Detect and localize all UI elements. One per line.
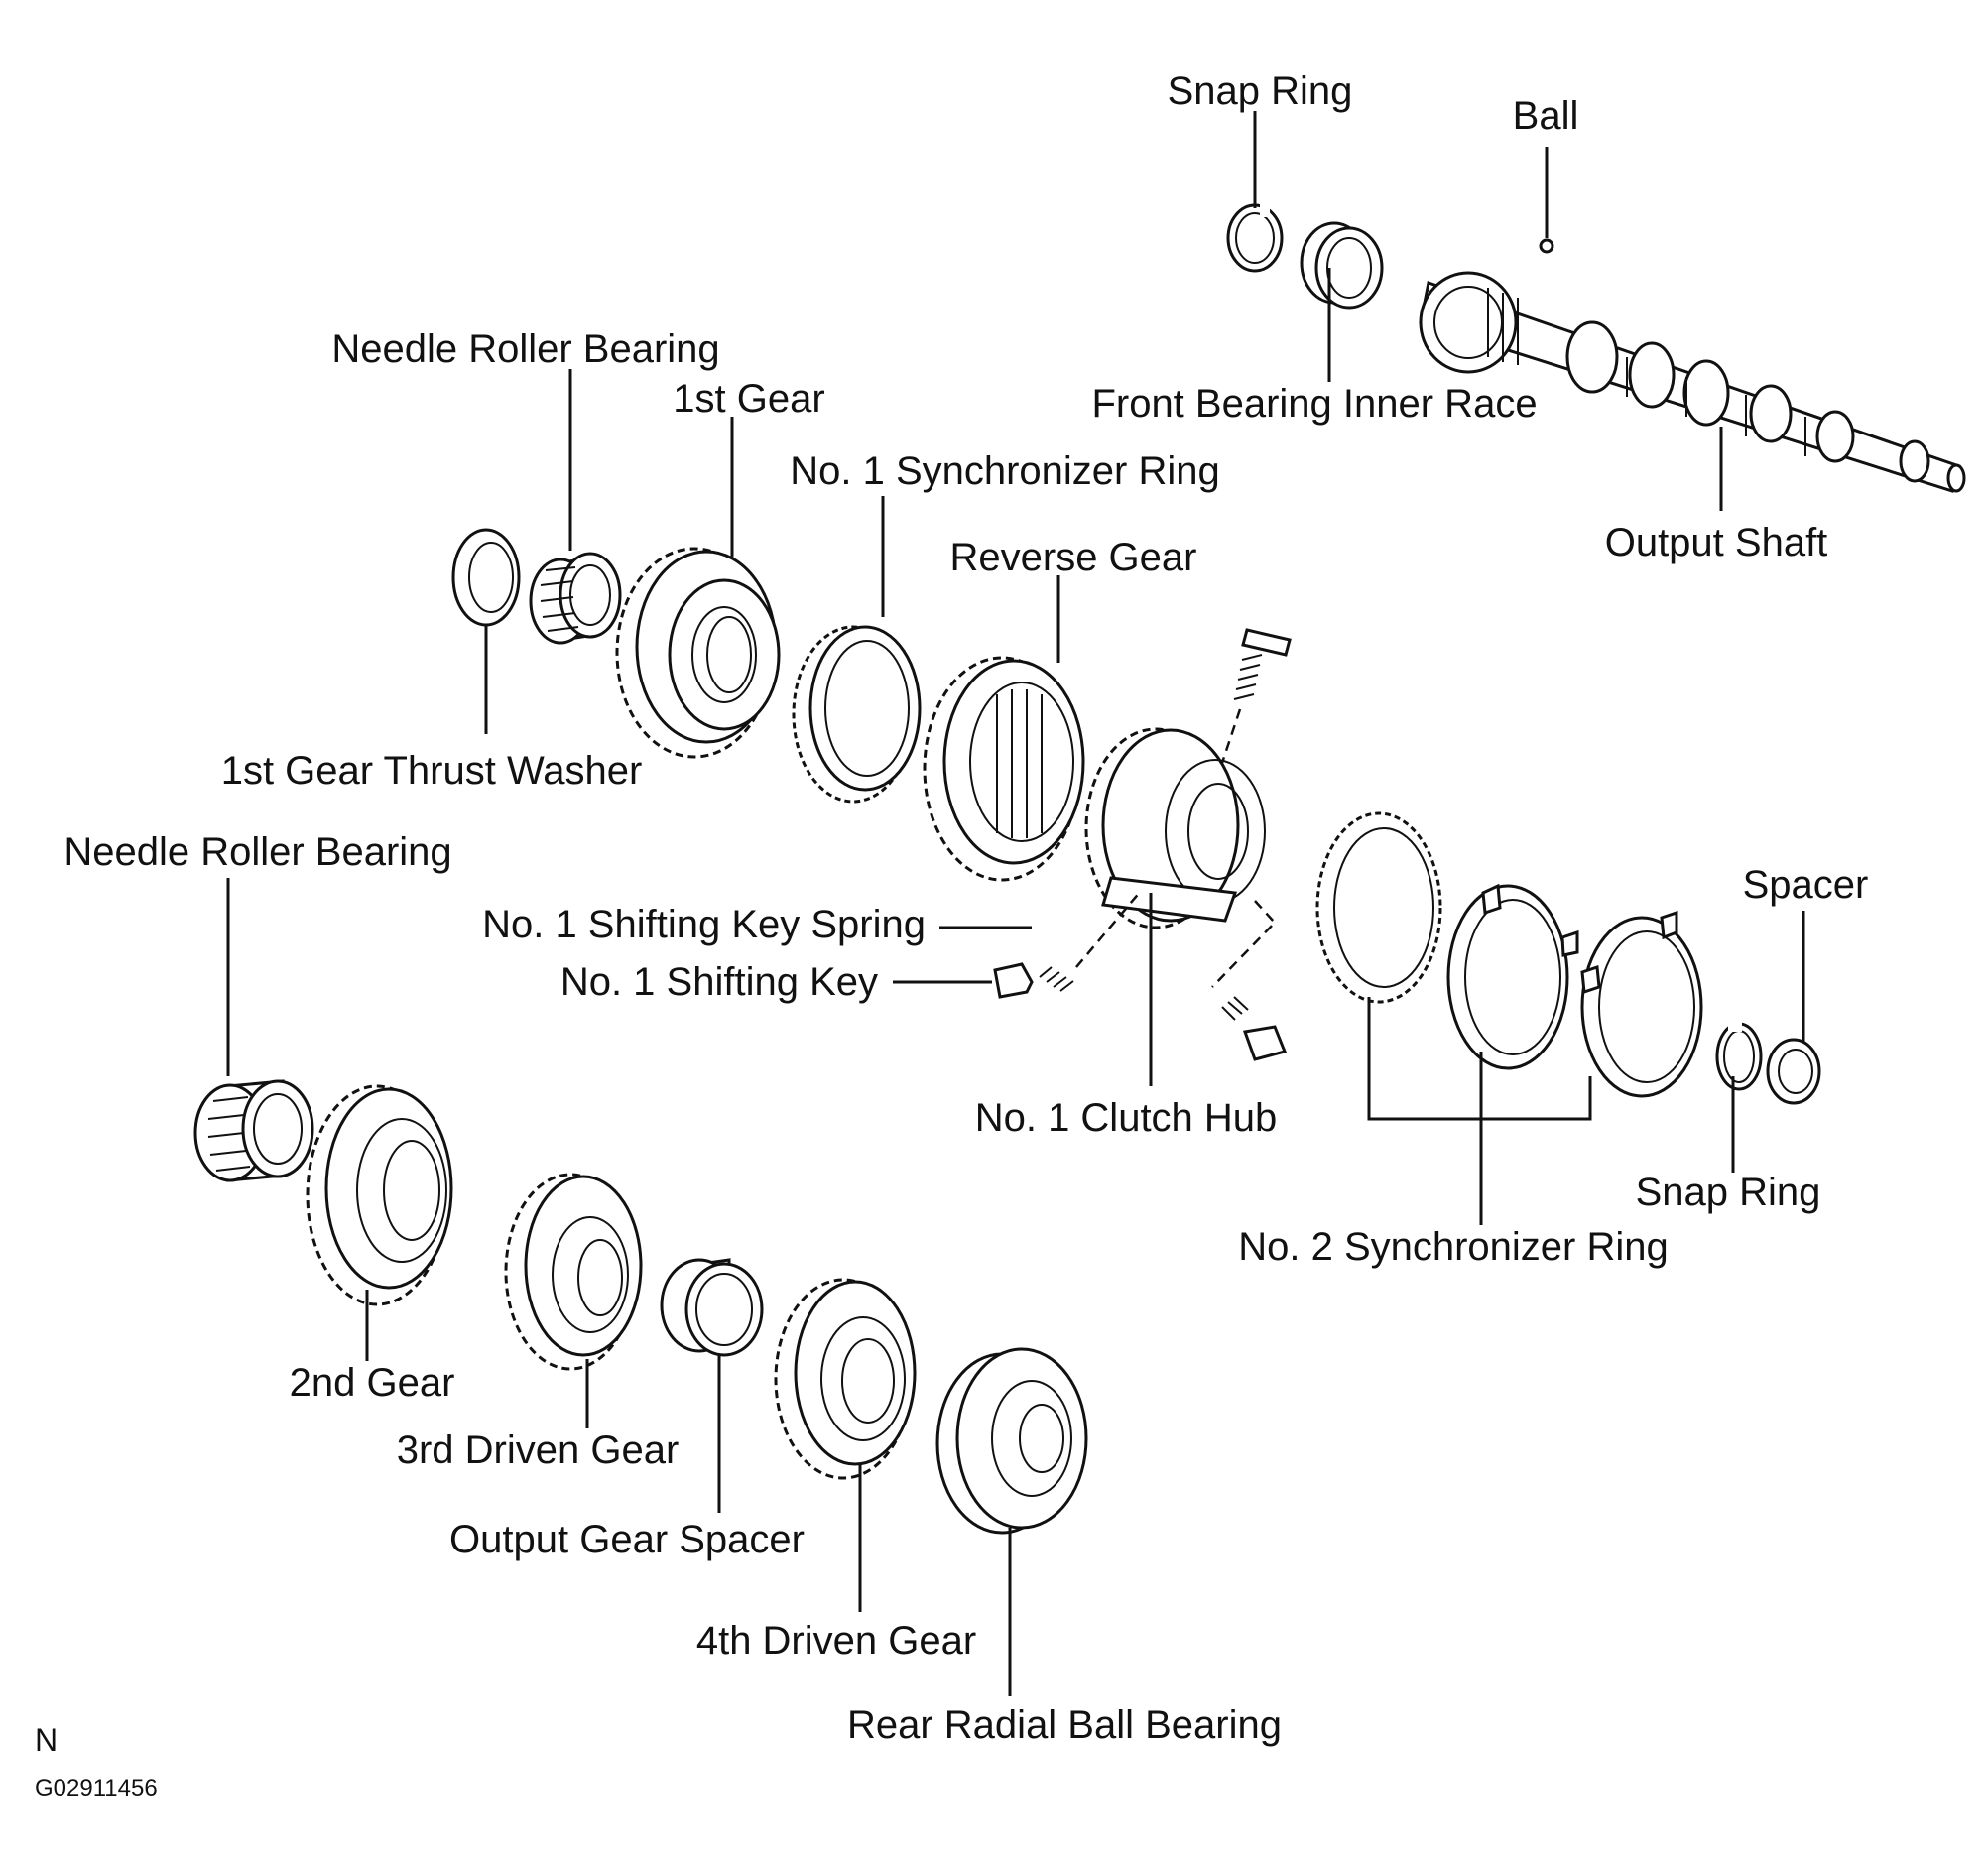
no1-shifting-key-part — [993, 962, 1034, 999]
first-gear-thrust-washer-part — [451, 528, 521, 627]
no2-synchronizer-ring-part-a — [1315, 811, 1442, 1004]
label-rear-radial-ball-bearing: Rear Radial Ball Bearing — [847, 1703, 1282, 1747]
label-no2-synchronizer-ring: No. 2 Synchronizer Ring — [1238, 1225, 1669, 1269]
output-shaft-part — [1419, 271, 1966, 493]
label-ball: Ball — [1513, 94, 1579, 138]
label-second-gear: 2nd Gear — [290, 1361, 455, 1405]
label-no1-shifting-key: No. 1 Shifting Key — [560, 960, 878, 1004]
reverse-gear-part — [923, 656, 1085, 882]
label-snap-ring-top: Snap Ring — [1168, 69, 1353, 113]
no2-synchronizer-ring-part-c — [1580, 910, 1703, 1098]
shifting-key-top-part — [1233, 628, 1292, 700]
label-first-gear-thrust-washer: 1st Gear Thrust Washer — [221, 749, 643, 793]
no1-shifting-key-spring-part — [1039, 966, 1074, 992]
label-no1-synchronizer-ring: No. 1 Synchronizer Ring — [790, 449, 1220, 493]
footer-mark: N — [35, 1722, 58, 1758]
leader-lines — [226, 111, 1805, 1696]
shifting-key-lower-part — [1221, 996, 1288, 1061]
label-no1-shifting-key-spring: No. 1 Shifting Key Spring — [482, 903, 926, 946]
label-snap-ring-right: Snap Ring — [1636, 1171, 1821, 1214]
front-bearing-inner-race-part — [1300, 221, 1384, 310]
snap-ring-top-part — [1226, 203, 1284, 273]
label-spacer: Spacer — [1743, 863, 1869, 907]
output-gear-spacer-part — [660, 1258, 764, 1357]
no1-clutch-hub-part — [1084, 727, 1266, 930]
label-needle-roller-bearing-upper: Needle Roller Bearing — [331, 327, 719, 371]
label-output-gear-spacer: Output Gear Spacer — [449, 1518, 805, 1561]
label-reverse-gear: Reverse Gear — [950, 536, 1197, 579]
second-gear-part — [306, 1084, 453, 1306]
label-first-gear: 1st Gear — [673, 377, 824, 421]
assembly-guide-line — [1211, 900, 1277, 988]
snap-ring-right-part — [1715, 1022, 1763, 1091]
label-front-bearing-inner-race: Front Bearing Inner Race — [1091, 382, 1537, 426]
rear-radial-ball-bearing-part — [935, 1347, 1088, 1535]
no1-synchronizer-ring-part — [792, 625, 922, 804]
figure-code: G02911456 — [35, 1775, 158, 1801]
label-needle-roller-bearing-lower: Needle Roller Bearing — [63, 830, 451, 874]
needle-roller-bearing-lower-part — [193, 1079, 314, 1182]
no2-synchronizer-ring-part-b — [1446, 883, 1579, 1070]
label-no1-clutch-hub: No. 1 Clutch Hub — [975, 1096, 1278, 1140]
third-driven-gear-part — [504, 1173, 643, 1371]
label-third-driven-gear: 3rd Driven Gear — [397, 1428, 680, 1472]
first-gear-part — [615, 547, 781, 759]
spacer-part — [1766, 1038, 1821, 1105]
needle-roller-bearing-upper-part — [529, 552, 622, 645]
fourth-driven-gear-part — [774, 1278, 917, 1480]
assembly-guide-line — [1213, 708, 1242, 785]
label-output-shaft: Output Shaft — [1605, 521, 1828, 564]
label-fourth-driven-gear: 4th Driven Gear — [696, 1619, 976, 1663]
ball-part — [1539, 238, 1554, 254]
